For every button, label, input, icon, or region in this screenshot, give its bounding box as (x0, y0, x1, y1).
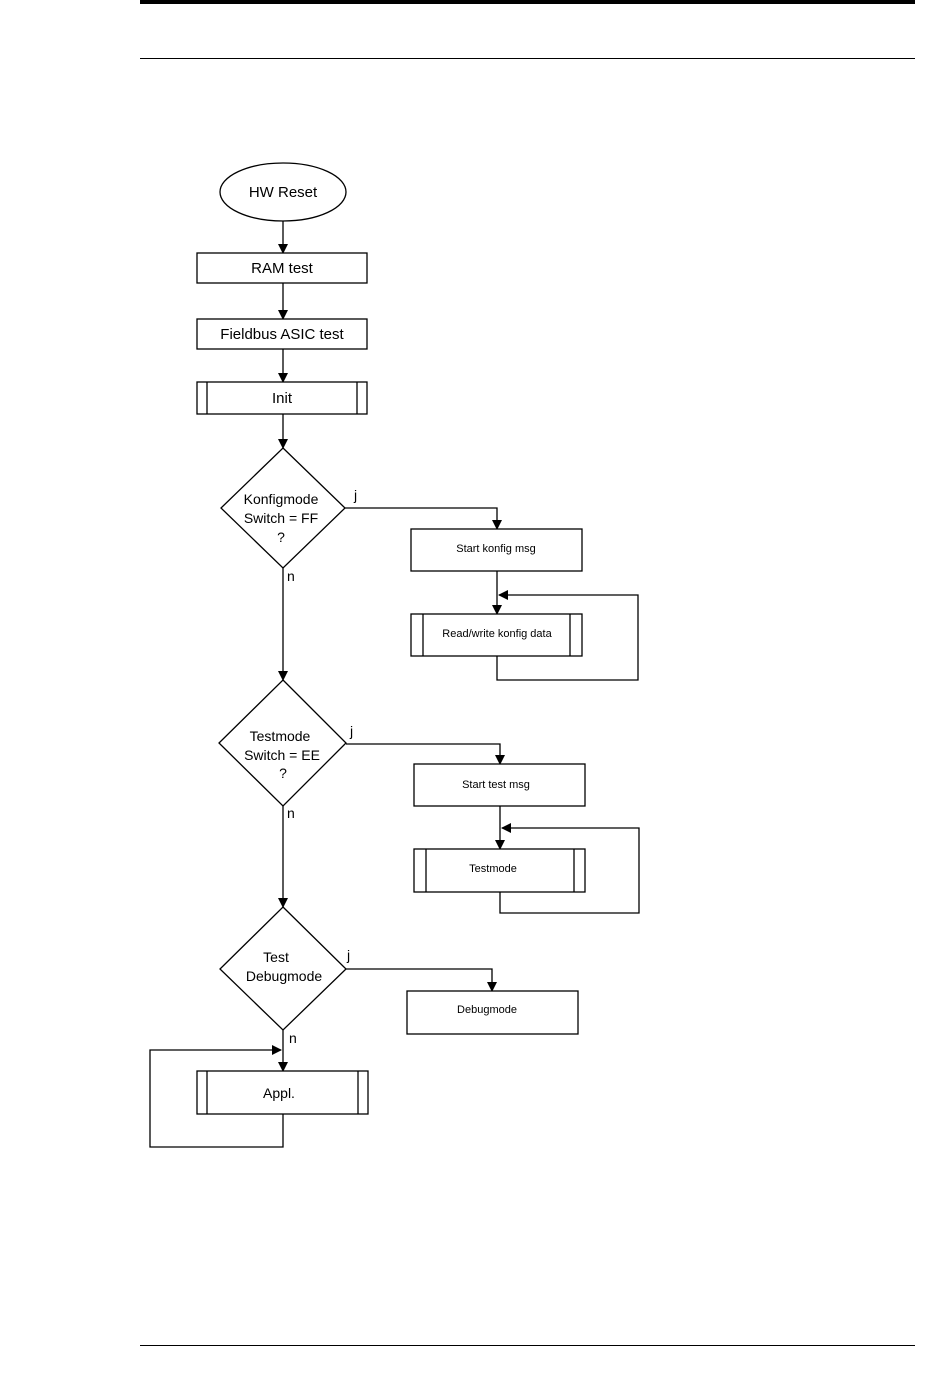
footer-rule (140, 1345, 915, 1346)
asic-test-label: Fieldbus ASIC test (220, 326, 344, 343)
test-decision-line1: Testmode (250, 728, 311, 744)
connector-yes (346, 969, 492, 991)
testmode-label: Testmode (469, 863, 517, 875)
konfig-no-label: n (287, 568, 295, 584)
test-decision-line2: Switch = EE (244, 747, 320, 763)
konfig-decision-line3: ? (277, 529, 285, 545)
debugmode-label: Debugmode (457, 1004, 517, 1016)
konfig-decision-line2: Switch = FF (244, 510, 318, 526)
start-test-label: Start test msg (462, 779, 530, 791)
konfig-yes-label: j (353, 487, 357, 503)
start-label: HW Reset (249, 184, 318, 201)
debug-yes-label: j (346, 947, 350, 963)
rw-konfig-label: Read/write konfig data (442, 628, 552, 640)
connector-yes (346, 744, 500, 764)
appl-label: Appl. (263, 1085, 295, 1101)
ram-test-label: RAM test (251, 260, 314, 277)
debug-no-label: n (289, 1030, 297, 1046)
test-no-label: n (287, 805, 295, 821)
debug-decision-line2: Debugmode (246, 968, 322, 984)
init-label: Init (272, 390, 293, 407)
debug-decision-line1: Test (263, 949, 289, 965)
test-yes-label: j (349, 723, 353, 739)
start-konfig-label: Start konfig msg (456, 543, 535, 555)
connector-yes (345, 508, 497, 529)
konfig-decision-line1: Konfigmode (244, 491, 319, 507)
test-decision-line3: ? (279, 765, 287, 781)
konfig-decision (221, 448, 345, 568)
